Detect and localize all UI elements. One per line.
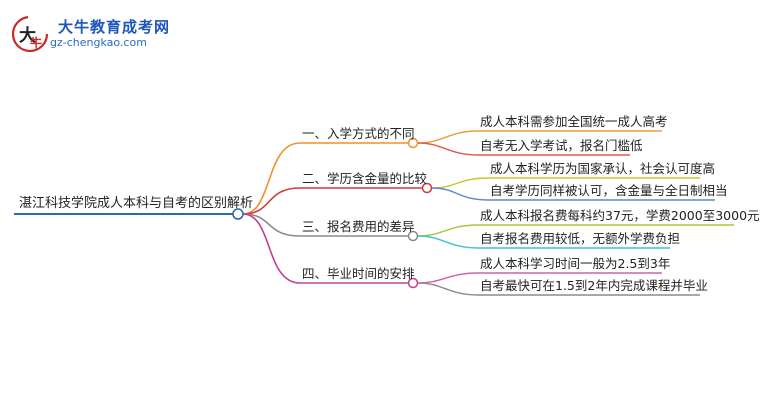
leaf-label: 成人本科报名费每科约37元，学费2000至3000元 — [480, 208, 760, 223]
leaf-connector — [417, 235, 479, 249]
leaf-connector — [431, 177, 489, 189]
branch-node[interactable] — [407, 230, 419, 242]
logo-mark-icon: 大 牛 — [11, 15, 49, 53]
branch-connector — [242, 213, 301, 237]
branch-label: 一、入学方式的不同 — [302, 126, 415, 141]
leaf-label: 自考报名费用较低，无额外学费负担 — [480, 231, 681, 246]
root-label: 湛江科技学院成人本科与自考的区别解析 — [19, 196, 254, 211]
branch-node[interactable] — [407, 277, 419, 289]
leaf-label: 成人本科学习时间一般为2.5到3年 — [480, 256, 671, 271]
leaf-connector — [417, 272, 479, 284]
branch-connector — [242, 187, 301, 215]
leaf-connector — [417, 130, 479, 144]
leaf-connector — [431, 187, 489, 201]
logo-title: 大牛教育成考网 — [58, 18, 171, 36]
branch-label: 四、毕业时间的安排 — [302, 266, 415, 281]
logo-url: gz-chengkao.com — [50, 36, 147, 49]
leaf-connector — [417, 224, 479, 237]
branch-connector — [242, 213, 301, 284]
svg-text:大: 大 — [19, 25, 36, 46]
branch-label: 三、报名费用的差异 — [302, 219, 415, 234]
leaf-label: 自考学历同样被认可，含金量与全日制相当 — [490, 183, 728, 198]
leaf-connector — [417, 282, 479, 296]
branch-label: 二、学历含金量的比较 — [302, 171, 428, 186]
leaf-label: 成人本科需参加全国统一成人高考 — [480, 114, 668, 129]
branch-connector — [242, 142, 301, 215]
root-node[interactable] — [232, 208, 244, 220]
leaf-label: 自考无入学考试，报名门槛低 — [480, 138, 643, 153]
leaf-connector — [417, 142, 479, 156]
svg-text:牛: 牛 — [30, 35, 42, 50]
leaf-label: 自考最快可在1.5到2年内完成课程并毕业 — [480, 278, 708, 293]
branch-node[interactable] — [407, 137, 419, 149]
branch-node[interactable] — [421, 182, 433, 194]
leaf-label: 成人本科学历为国家承认，社会认可度高 — [490, 161, 716, 176]
logo: 大 牛 大牛教育成考网 gz-chengkao.com — [10, 14, 170, 54]
